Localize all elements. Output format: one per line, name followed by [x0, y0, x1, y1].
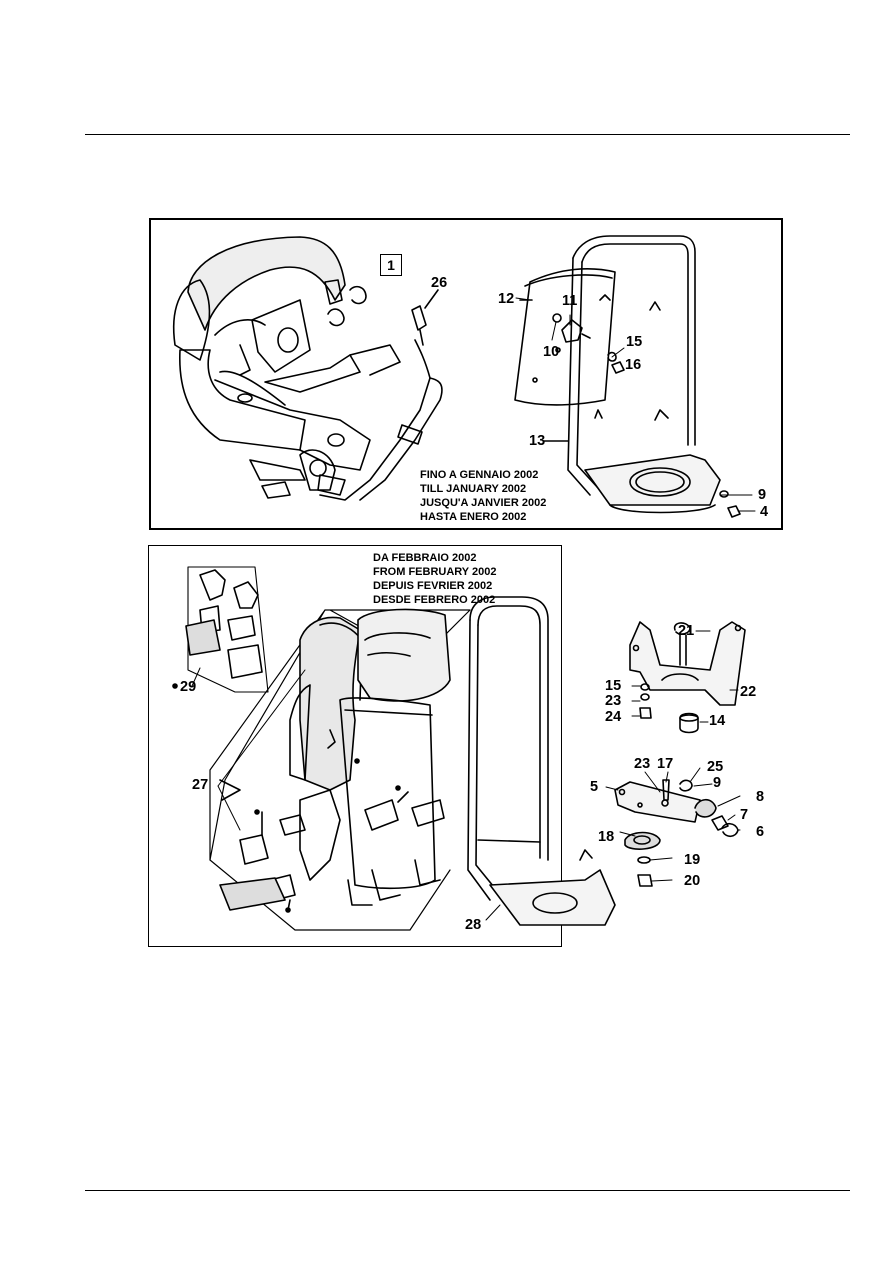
note-from-line-2: FROM FEBRUARY 2002: [373, 566, 497, 578]
footer-rule: [85, 1190, 850, 1191]
buckles-drawing: [172, 566, 269, 693]
callout-28: 28: [465, 917, 482, 933]
callout-19: 19: [684, 852, 701, 868]
note-until-line-3: JUSQU'A JANVIER 2002: [420, 497, 547, 509]
callout-8: 8: [756, 789, 765, 805]
header-rule: [85, 134, 850, 135]
callout-23-right-top: 23: [605, 693, 622, 709]
callout-10: 10: [543, 344, 560, 360]
callout-12: 12: [498, 291, 515, 307]
callout-15-right: 15: [605, 678, 622, 694]
callout-23-right-bottom: 23: [634, 756, 651, 772]
note-until-line-4: HASTA ENERO 2002: [420, 511, 527, 523]
callout-5: 5: [590, 779, 599, 795]
harness-new-drawing: [209, 608, 471, 931]
callout-6: 6: [756, 824, 765, 840]
callout-17: 17: [657, 756, 674, 772]
callout-26: 26: [431, 275, 448, 291]
callout-20: 20: [684, 873, 701, 889]
callout-25: 25: [707, 759, 724, 775]
note-from-line-1: DA FEBBRAIO 2002: [373, 552, 477, 564]
callout-29: 29: [180, 679, 197, 695]
callout-27: 27: [192, 777, 209, 793]
note-from-line-3: DEPUIS FEVRIER 2002: [373, 580, 493, 592]
damper-plate-drawing: [614, 779, 739, 887]
callout-16: 16: [625, 357, 642, 373]
callout-4: 4: [760, 504, 769, 520]
frame-old-drawing: [514, 235, 741, 518]
callout-15: 15: [626, 334, 643, 350]
frame-new-drawing: [467, 596, 616, 926]
callout-9-right: 9: [713, 775, 722, 791]
harness-old-drawing: [172, 236, 443, 501]
callout-22: 22: [740, 684, 757, 700]
version-box: 1: [380, 254, 402, 276]
callout-11: 11: [562, 293, 578, 309]
callout-7: 7: [740, 807, 749, 823]
note-from-line-4: DESDE FEBRERO 2002: [373, 594, 496, 606]
leader-lines: [191, 297, 756, 921]
callout-18: 18: [598, 829, 615, 845]
note-until-line-2: TILL JANUARY 2002: [420, 483, 527, 495]
bracket-drawing: [629, 621, 746, 734]
callout-21: 21: [678, 623, 695, 639]
note-until-line-1: FINO A GENNAIO 2002: [420, 469, 539, 481]
callout-9: 9: [758, 487, 767, 503]
callout-24: 24: [605, 709, 622, 725]
callout-14: 14: [709, 713, 726, 729]
callout-13: 13: [529, 433, 546, 449]
